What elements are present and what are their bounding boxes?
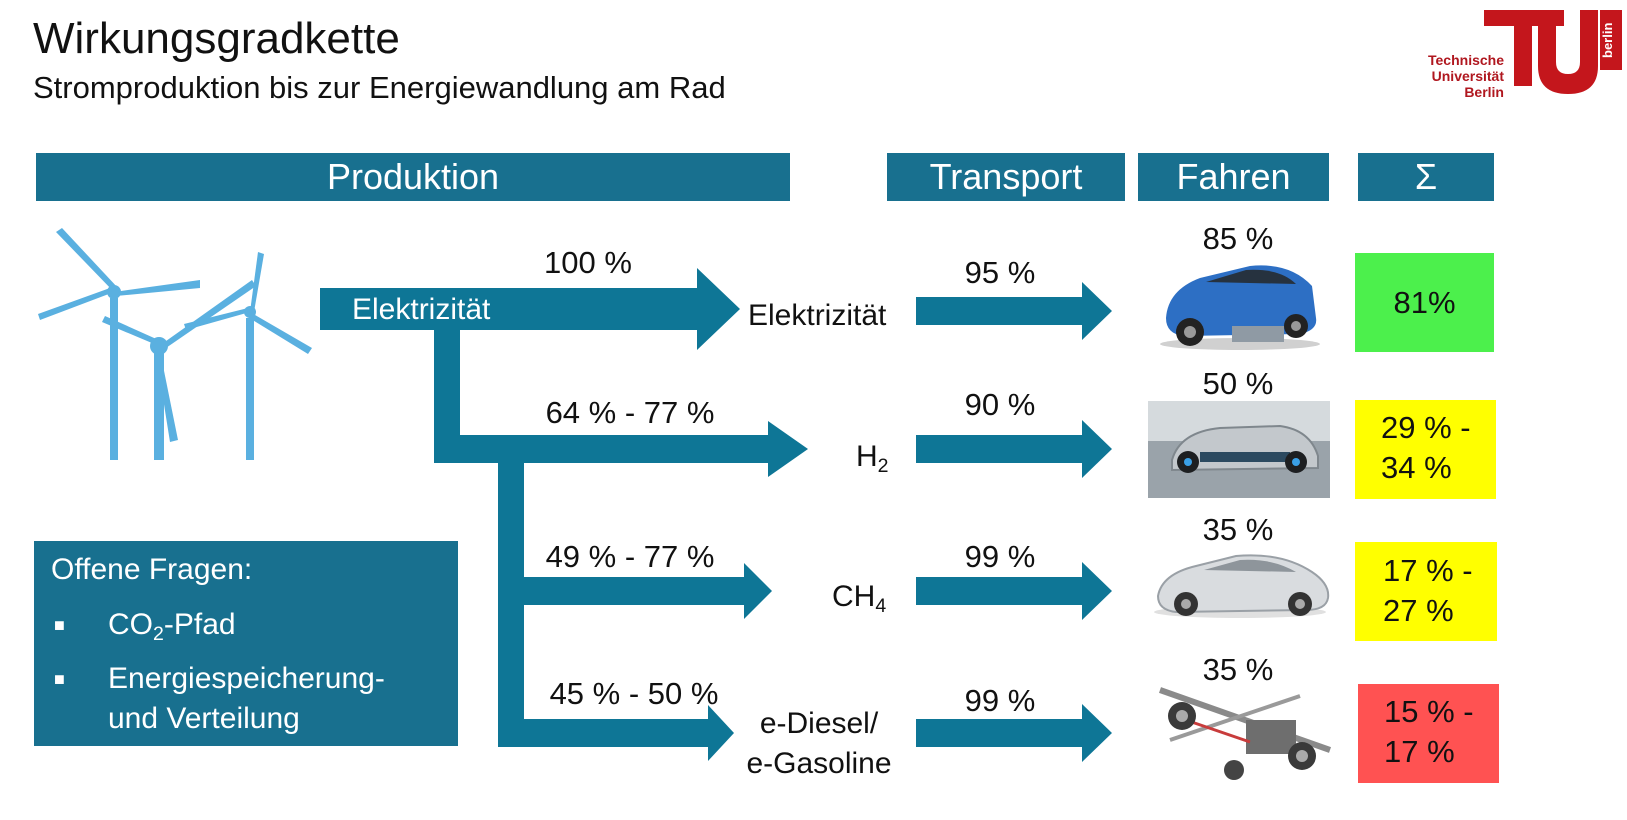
production-arrows	[320, 268, 808, 761]
university-logo: Technische Universität Berlin berlin	[1428, 10, 1622, 100]
node-electricity: Elektrizität	[748, 299, 887, 332]
sum-box-ch4: 17 % - 27 %	[1355, 542, 1497, 641]
question-item-storage: Energiespeicherung-und Verteilung	[108, 662, 385, 735]
drive-eff-2: 50 %	[1202, 366, 1274, 401]
prod-eff-2: 64 % - 77 %	[545, 395, 715, 430]
page-title: Wirkungsgradkette	[33, 14, 400, 63]
prod-eff-4: 45 % - 50 %	[549, 676, 719, 711]
node-ch4: CH4	[832, 580, 887, 617]
logo-text-2: Universität	[1431, 68, 1504, 84]
prod-eff-3: 49 % - 77 %	[545, 539, 715, 574]
header-sum: Σ	[1358, 153, 1494, 201]
arrow-prod-electricity	[320, 268, 740, 350]
fuel-cell-car-icon	[1148, 401, 1330, 498]
arrow-prod-ediesel	[524, 705, 734, 761]
arrow-transport-4	[916, 704, 1112, 762]
electric-car-icon	[1160, 265, 1320, 350]
open-questions-box: Offene Fragen: ■ CO2-Pfad ■ Energiespeic…	[34, 541, 458, 746]
header-production: Produktion	[36, 153, 790, 201]
node-ediesel: e-Diesel/e-Gasoline	[746, 707, 892, 780]
drive-eff-3: 35 %	[1202, 512, 1274, 547]
open-questions-title: Offene Fragen:	[51, 553, 253, 586]
arrow-transport-1	[916, 282, 1112, 340]
node-h2: H2	[856, 440, 889, 477]
prod-eff-1: 100 %	[544, 245, 632, 280]
wind-turbine-icon	[38, 228, 312, 460]
drive-eff-4: 35 %	[1202, 652, 1274, 687]
source-label-electricity: Elektrizität	[352, 293, 491, 326]
logo-text-3: Berlin	[1464, 84, 1504, 100]
logo-text-1: Technische	[1428, 52, 1504, 68]
header-transport: Transport	[887, 153, 1125, 201]
gas-car-icon	[1154, 554, 1330, 618]
branch-trunk	[498, 463, 524, 747]
arrow-transport-2	[916, 420, 1112, 478]
transport-eff-4: 99 %	[964, 683, 1036, 718]
question-item-co2: CO2-Pfad	[108, 608, 236, 645]
transport-eff-2: 90 %	[964, 387, 1036, 422]
drive-eff-1: 85 %	[1202, 221, 1274, 256]
combustion-chassis-icon	[1159, 687, 1331, 780]
arrow-transport-3	[916, 562, 1112, 620]
header-driving: Fahren	[1138, 153, 1329, 201]
page-subtitle: Stromproduktion bis zur Energiewandlung …	[33, 70, 726, 105]
tu-logo-mark	[1484, 10, 1622, 94]
bullet-icon: ■	[54, 615, 65, 635]
transport-eff-3: 99 %	[964, 539, 1036, 574]
sum-box-ediesel: 15 % - 17 %	[1358, 684, 1499, 783]
arrow-prod-h2	[434, 330, 808, 477]
transport-eff-1: 95 %	[964, 255, 1036, 290]
transport-arrows	[916, 282, 1112, 762]
sum-box-electricity: 81%	[1355, 253, 1494, 352]
arrow-prod-ch4	[524, 563, 772, 619]
sum-box-h2: 29 % - 34 %	[1355, 400, 1496, 499]
bullet-icon: ■	[54, 669, 65, 689]
